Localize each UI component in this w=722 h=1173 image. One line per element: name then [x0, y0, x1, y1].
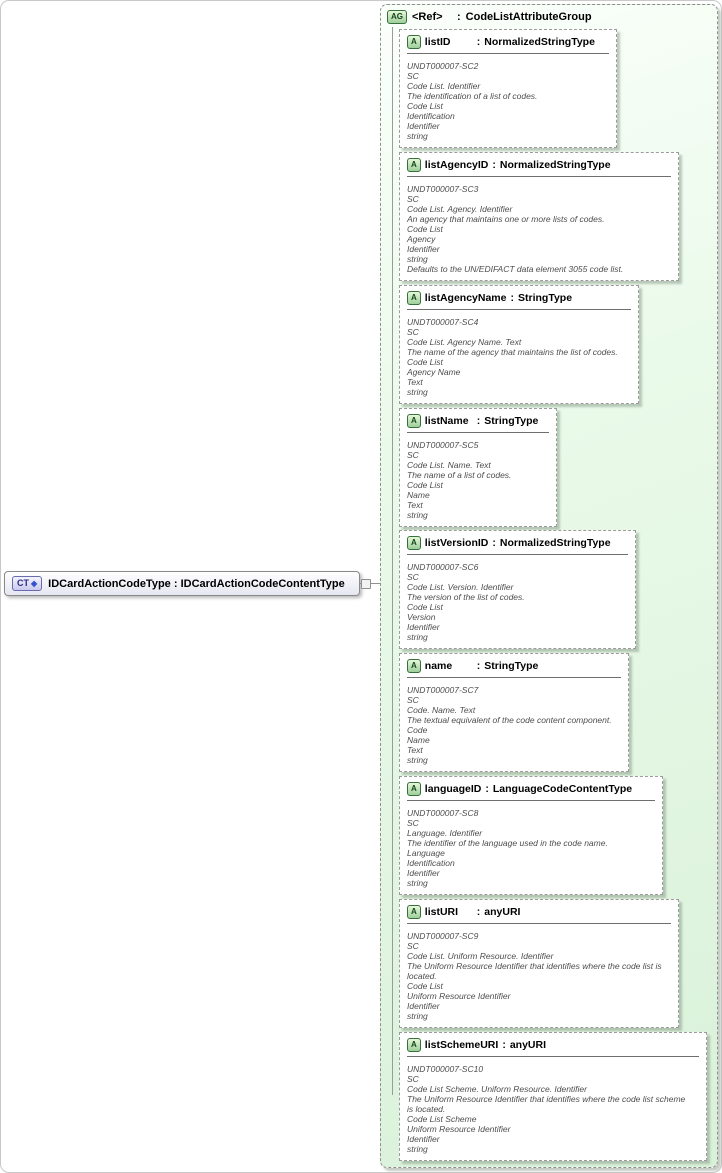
colon-separator: :: [476, 660, 481, 672]
connector-socket-icon: [361, 579, 371, 589]
attribute-header: A listVersionID : NormalizedStringType: [407, 536, 628, 550]
attribute-header: A name : StringType: [407, 659, 621, 673]
colon-separator: :: [476, 36, 481, 48]
divider: [407, 309, 631, 310]
attribute-box-listVersionID[interactable]: A listVersionID : NormalizedStringType U…: [399, 530, 636, 649]
complex-type-node[interactable]: CT ◆ IDCardActionCodeType : IDCardAction…: [4, 571, 360, 596]
attribute-header: A listAgencyName : StringType: [407, 291, 631, 305]
colon-separator: :: [492, 159, 496, 171]
colon-separator: :: [457, 11, 461, 23]
attribute-group-icon: AG: [387, 10, 407, 24]
attribute-box-name[interactable]: A name : StringType UNDT000007-SC7 SC Co…: [399, 653, 629, 772]
diamond-icon: ◆: [31, 578, 38, 588]
attribute-icon: A: [407, 291, 421, 305]
attribute-header: A listURI : anyURI: [407, 905, 671, 919]
colon-separator: :: [476, 906, 481, 918]
attribute-icon: A: [407, 414, 421, 428]
attribute-doc: UNDT000007-SC4 SC Code List. Agency Name…: [407, 317, 618, 397]
attribute-icon: A: [407, 35, 421, 49]
divider: [407, 176, 671, 177]
colon-separator: :: [502, 1039, 506, 1051]
attribute-box-languageID[interactable]: A languageID : LanguageCodeContentType U…: [399, 776, 663, 895]
attribute-type: NormalizedStringType: [484, 36, 595, 48]
attribute-type: anyURI: [509, 1039, 546, 1051]
attribute-name: listVersionID: [424, 537, 489, 549]
attribute-name: name: [424, 660, 453, 672]
divider: [407, 923, 671, 924]
attribute-icon: A: [407, 536, 421, 550]
complex-type-title: IDCardActionCodeType : IDCardActionCodeC…: [48, 577, 345, 590]
attribute-doc: UNDT000007-SC3 SC Code List. Agency. Ide…: [407, 184, 624, 274]
divider: [407, 554, 628, 555]
attribute-box-listAgencyID[interactable]: A listAgencyID : NormalizedStringType UN…: [399, 152, 679, 281]
attribute-box-listAgencyName[interactable]: A listAgencyName : StringType UNDT000007…: [399, 285, 639, 404]
attribute-header: A listAgencyID : NormalizedStringType: [407, 158, 671, 172]
attribute-group-box[interactable]: AG <Ref> : CodeListAttributeGroup A list…: [380, 4, 718, 1168]
divider: [407, 432, 549, 433]
colon-separator: :: [510, 292, 514, 304]
attribute-type: NormalizedStringType: [499, 159, 611, 171]
complex-type-icon: CT ◆: [12, 576, 43, 591]
attribute-doc: UNDT000007-SC6 SC Code List. Version. Id…: [407, 562, 525, 642]
attribute-doc: UNDT000007-SC10 SC Code List Scheme. Uni…: [407, 1064, 686, 1154]
ct-badge-label: CT: [17, 578, 29, 588]
colon-separator: :: [492, 537, 496, 549]
attribute-type: StringType: [484, 415, 539, 427]
attribute-type: LanguageCodeContentType: [492, 783, 633, 795]
attribute-doc: UNDT000007-SC8 SC Language. Identifier T…: [407, 808, 608, 888]
attribute-doc: UNDT000007-SC9 SC Code List. Uniform Res…: [407, 931, 662, 1021]
attribute-doc: UNDT000007-SC2 SC Code List. Identifier …: [407, 61, 538, 141]
attribute-type: NormalizedStringType: [499, 537, 611, 549]
attribute-header: A listSchemeURI : anyURI: [407, 1038, 699, 1052]
attribute-icon: A: [407, 905, 421, 919]
attribute-box-listName[interactable]: A listName : StringType UNDT000007-SC5 S…: [399, 408, 557, 527]
attribute-name: languageID: [424, 783, 482, 795]
attribute-type: StringType: [484, 660, 539, 672]
divider: [407, 53, 609, 54]
attribute-name: listID: [424, 36, 451, 48]
attribute-name: listAgencyName: [424, 292, 507, 304]
attribute-type: StringType: [517, 292, 573, 304]
attribute-header: A listName : StringType: [407, 414, 549, 428]
attribute-type: anyURI: [484, 906, 521, 918]
divider: [407, 677, 621, 678]
attribute-name: listName: [424, 415, 469, 427]
attribute-header: A listID : NormalizedStringType: [407, 35, 609, 49]
attribute-name: listSchemeURI: [424, 1039, 499, 1051]
attribute-group-name: CodeListAttributeGroup: [465, 11, 592, 23]
colon-separator: :: [476, 415, 481, 427]
attribute-icon: A: [407, 158, 421, 172]
divider: [407, 800, 655, 801]
attribute-box-listSchemeURI[interactable]: A listSchemeURI : anyURI UNDT000007-SC10…: [399, 1032, 707, 1161]
colon-separator: :: [485, 783, 489, 795]
attribute-doc: UNDT000007-SC7 SC Code. Name. Text The t…: [407, 685, 612, 765]
attribute-header: A languageID : LanguageCodeContentType: [407, 782, 655, 796]
attribute-name: listURI: [424, 906, 459, 918]
attribute-group-header: AG <Ref> : CodeListAttributeGroup: [387, 10, 592, 24]
divider: [407, 1056, 699, 1057]
attribute-icon: A: [407, 659, 421, 673]
attribute-doc: UNDT000007-SC5 SC Code List. Name. Text …: [407, 440, 512, 520]
attribute-icon: A: [407, 782, 421, 796]
attribute-name: listAgencyID: [424, 159, 489, 171]
attribute-icon: A: [407, 1038, 421, 1052]
attribute-box-listURI[interactable]: A listURI : anyURI UNDT000007-SC9 SC Cod…: [399, 899, 679, 1028]
attribute-box-listID[interactable]: A listID : NormalizedStringType UNDT0000…: [399, 29, 617, 148]
attribute-group-ref: <Ref>: [412, 11, 443, 23]
group-connector-line: [392, 27, 393, 1095]
